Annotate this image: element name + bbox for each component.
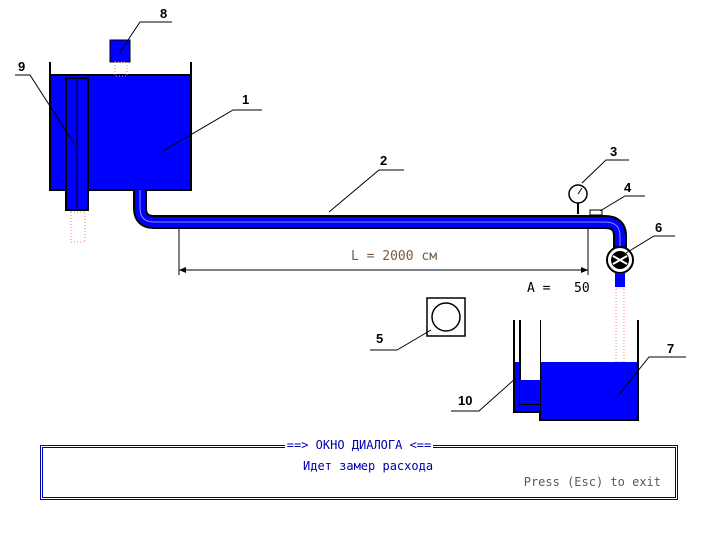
indicator-icon	[426, 297, 466, 337]
dialog-window: ==> ОКНО ДИАЛОГА <== Идет замер расхода …	[40, 438, 678, 500]
pipe	[133, 190, 627, 256]
callout-inlet-tube: 9	[18, 59, 25, 74]
callout-receiver: 7	[667, 341, 674, 356]
level-tube	[513, 320, 540, 413]
exit-hint: Press (Esc) to exit	[523, 475, 661, 489]
callout-pipe: 2	[380, 153, 387, 168]
callout-level-tube: 10	[458, 393, 472, 408]
leader-lines	[15, 21, 686, 412]
receiver	[539, 320, 639, 421]
callout-pressure-gauge: 3	[610, 144, 617, 159]
callout-valve: 6	[655, 220, 662, 235]
pressure-gauge-icon	[568, 184, 588, 214]
callout-indicator: 5	[376, 331, 383, 346]
inlet-tube	[65, 77, 89, 243]
fitting	[589, 209, 603, 216]
length-label: L = 2000 см	[351, 249, 437, 264]
length-dimension	[178, 226, 589, 275]
callout-cap: 8	[160, 6, 167, 21]
a-label: A =	[527, 281, 551, 296]
callout-fitting: 4	[624, 180, 632, 195]
valve-icon	[606, 246, 634, 363]
a-value: 50	[574, 281, 590, 296]
callout-tank: 1	[242, 92, 249, 107]
cap	[109, 39, 131, 77]
dialog-title: ==> ОКНО ДИАЛОГА <==	[284, 438, 434, 452]
dialog-message: Идет замер расхода	[303, 459, 434, 473]
